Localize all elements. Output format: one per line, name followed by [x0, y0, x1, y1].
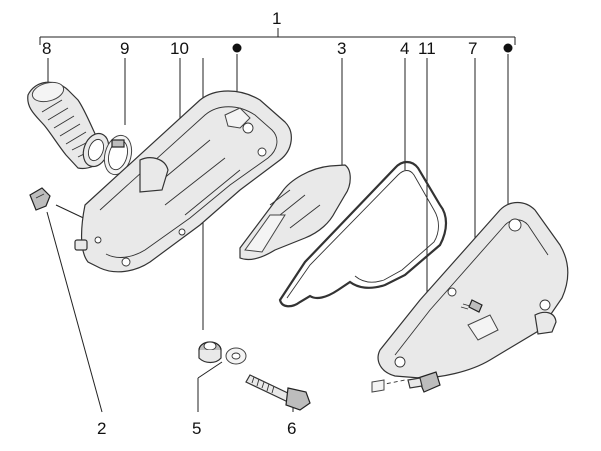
grommet — [198, 341, 222, 364]
callout-1: 1 — [272, 9, 281, 28]
callout-10: 10 — [170, 39, 189, 58]
assembly-bracket — [39, 28, 516, 45]
callout-6: 6 — [287, 419, 296, 438]
assembly-dot-right — [503, 43, 513, 53]
filter-cover — [377, 201, 569, 379]
hose-clamp — [103, 134, 133, 176]
callout-7: 7 — [468, 39, 477, 58]
gasket-seal — [278, 160, 448, 308]
callout-2: 2 — [97, 419, 106, 438]
filter-element — [239, 164, 351, 261]
drain-screw — [371, 371, 441, 393]
callout-5: 5 — [192, 419, 201, 438]
small-screw — [460, 299, 483, 313]
bolt — [245, 374, 311, 411]
assembly-dot-left — [232, 43, 242, 53]
callout-4: 4 — [400, 39, 409, 58]
air-box-housing — [74, 90, 292, 273]
callout-3: 3 — [337, 39, 346, 58]
callout-8: 8 — [42, 39, 51, 58]
intake-bellows — [27, 81, 110, 170]
washer — [225, 347, 247, 365]
callout-11: 11 — [418, 39, 436, 58]
callout-9: 9 — [120, 39, 129, 58]
retaining-clip — [29, 187, 51, 211]
